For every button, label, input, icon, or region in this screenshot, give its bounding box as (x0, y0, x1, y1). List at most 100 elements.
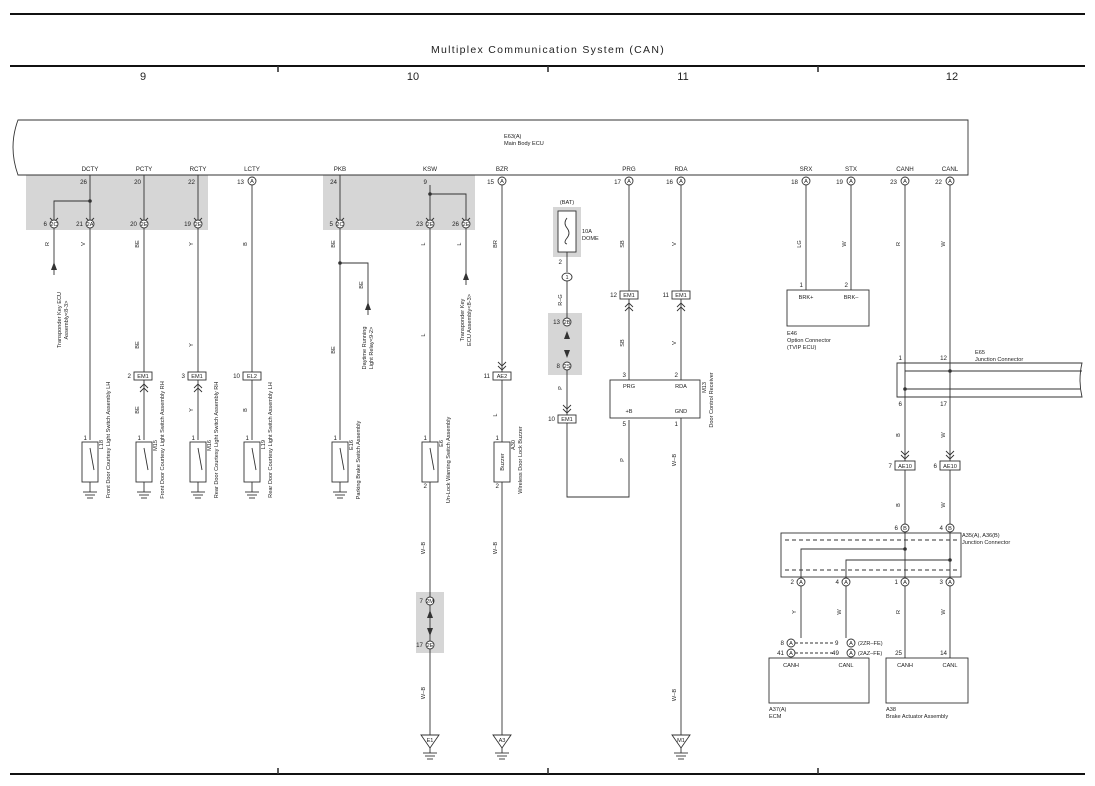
wire-color: BE (331, 346, 337, 354)
ecm: A 8 A 41 9 A 49 A (2ZR–FE) (2AZ–FE) CANH… (768, 638, 883, 720)
pin-number: 1 (800, 282, 804, 289)
pin-number: 23 (416, 221, 423, 228)
column-number: 10 (407, 71, 419, 83)
ecu-name: Main Body ECU (504, 141, 544, 147)
pin-number: 9 (835, 640, 839, 647)
connector-label: 1 (565, 275, 568, 281)
wire-color: L (493, 413, 499, 416)
fuse-source: (BAT) (560, 200, 574, 206)
terminal-prg: PRG (622, 166, 636, 173)
component-code: M13 (702, 382, 708, 393)
connector-label: AE10 (943, 464, 957, 470)
pin-number: 1 (496, 435, 500, 442)
terminal-dcty: DCTY (82, 166, 99, 173)
wire-color: V (81, 242, 87, 246)
reference-text: Light Relay<9-2> (369, 327, 375, 370)
pin-number: 2 (128, 373, 132, 380)
reference-text: Assembly<8-3> (64, 301, 70, 340)
connector-label: 2M (426, 599, 434, 605)
pin-number: 6 (934, 463, 938, 470)
switch-l19: 1 L19 Rear Door Courtesy Light Switch As… (243, 382, 274, 499)
wire-color: V (672, 242, 678, 246)
pin-number: 2 (424, 483, 428, 490)
connector-label: AE10 (898, 464, 912, 470)
pin-number: 1 (675, 421, 679, 428)
pin-number: 6 (899, 401, 903, 408)
component-code: E16 (349, 440, 355, 450)
connector-label: A (849, 179, 853, 185)
pin-number: 9 (424, 179, 428, 186)
pin-number: 2 (559, 259, 563, 266)
component-name: Front Door Courtesy Light Switch Assembl… (106, 382, 112, 499)
receiver-terminal: PRG (623, 384, 635, 390)
reference-text: Daytime Running (362, 327, 368, 370)
ecu-code: E63(A) (504, 134, 522, 140)
wire-color: BE (359, 281, 365, 289)
connector-label: A (903, 179, 907, 185)
ecu-pin-numbers: 26 20 22 13 24 9 15 17 16 18 19 23 22 (80, 179, 942, 186)
reference-text: Transponder Key (460, 298, 466, 341)
pin-number: 12 (610, 292, 617, 299)
pin-number: 1 (895, 579, 899, 586)
wire-color: SB (620, 240, 626, 248)
connector-label: A (849, 641, 853, 647)
connector-label: B (903, 526, 907, 532)
wire-color: L (457, 242, 463, 245)
wire-color: W (941, 609, 947, 615)
connector-label: 2C (336, 222, 343, 228)
switch-m16: 1 M16 Rear Door Courtesy Light Switch As… (189, 382, 220, 499)
wire-color: W–B (421, 542, 427, 554)
pin-number: 6 (895, 525, 899, 532)
terminal-srx: SRX (800, 166, 813, 173)
pin-number: 19 (184, 221, 191, 228)
pin-number: 4 (940, 525, 944, 532)
reference-text: Transponder Key ECU (57, 292, 63, 348)
wire-color: B (896, 433, 902, 437)
wire-color: W (941, 241, 947, 247)
engine-variant: (2AZ–FE) (858, 651, 882, 657)
main-body-ecu (12, 119, 969, 176)
component-name: Rear Door Courtesy Light Switch Assembly… (214, 382, 220, 499)
connector-label: 2C (50, 222, 57, 228)
component-code: L19 (261, 440, 267, 449)
pin-number: 17 (614, 179, 621, 186)
wire-color: BE (135, 240, 141, 248)
pin-number: 1 (192, 435, 196, 442)
pin-number: 11 (663, 292, 670, 299)
connector-label: 2E (141, 222, 148, 228)
wire-color: W–B (672, 689, 678, 701)
buzzer-label: Buzzer (500, 453, 506, 471)
wire-color: R–G (558, 294, 564, 306)
pin-number: 25 (895, 650, 902, 657)
pin-number: 5 (623, 421, 627, 428)
pin-number: 22 (935, 179, 942, 186)
wire-color: R (896, 242, 902, 246)
pin-number: 41 (777, 650, 784, 657)
wire-color: W–B (421, 687, 427, 699)
ground-label: E1 (427, 738, 434, 744)
component-code: M16 (207, 440, 213, 451)
pin-number: 16 (666, 179, 673, 186)
wire-color: W (941, 432, 947, 438)
component-name: Junction Connector (975, 357, 1023, 363)
ground-m1: M1 (671, 734, 691, 760)
connector-label: A (804, 179, 808, 185)
connector-label: EL2 (247, 374, 257, 380)
wire-color: P (558, 386, 564, 390)
connector-label: A (789, 651, 793, 657)
pin-number: 17 (940, 401, 947, 408)
junction-connector-a35: B 6 B 4 A35(A), A36(B) Junction Connecto… (780, 523, 1010, 587)
pin-number: 20 (130, 221, 137, 228)
wire-color: V (672, 341, 678, 345)
pin-number: 6 (44, 221, 48, 228)
connector-label: A (799, 580, 803, 586)
pin-number: 18 (791, 179, 798, 186)
wire-color: R (45, 242, 51, 246)
connector-label: A (250, 179, 254, 185)
connector-label: A (789, 641, 793, 647)
pin-number: 13 (237, 179, 244, 186)
pin-number: 21 (76, 221, 83, 228)
fuse-name: DOME (582, 236, 599, 242)
wire-color: W (842, 241, 848, 247)
pin-number: 3 (940, 579, 944, 586)
